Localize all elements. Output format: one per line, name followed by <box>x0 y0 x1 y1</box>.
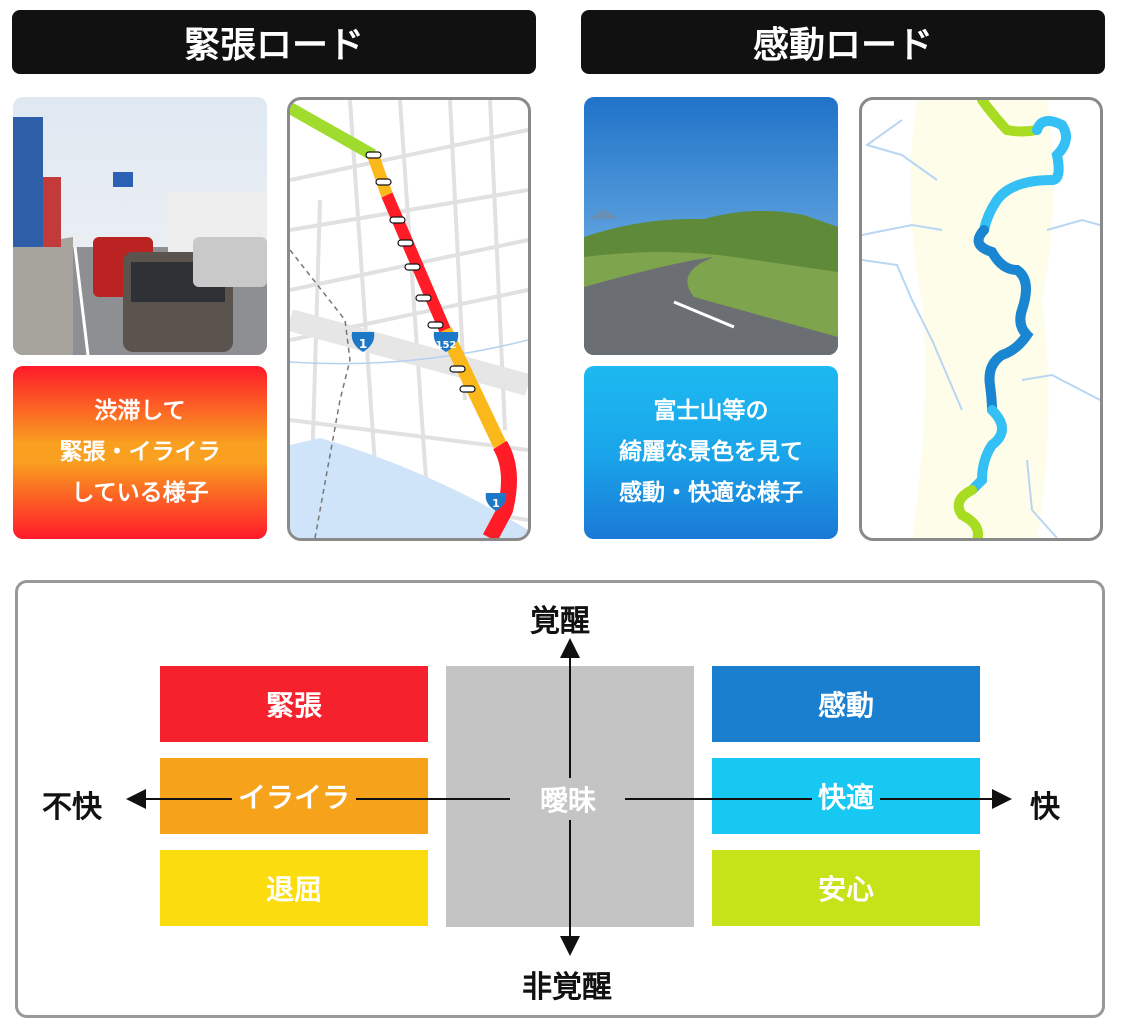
cell-label: 感動 <box>817 689 874 722</box>
cell-label: 退屈 <box>265 873 322 906</box>
route-shield-label: 1 <box>359 337 367 351</box>
cell-label: 緊張 <box>265 689 322 722</box>
caption-line: している様子 <box>71 480 209 506</box>
caption-line: 渋滞して <box>94 398 186 424</box>
caption-line: 感動・快適な様子 <box>619 480 803 506</box>
route-shield-label: 1 <box>492 497 500 510</box>
traffic-jam-photo <box>13 97 267 355</box>
cell-label: 安心 <box>817 873 874 906</box>
scenic-road-photo <box>584 97 838 355</box>
traffic-map: 1 152 1 <box>287 97 531 541</box>
caption-line: 緊張・イライラ <box>59 439 221 465</box>
cell-comfort: 快適 <box>712 758 980 834</box>
caption-line: 富士山等の <box>653 398 769 424</box>
cell-relief: 安心 <box>712 850 980 926</box>
caption-line: 綺麗な景色を見て <box>619 439 803 465</box>
ambiguous-label: 曖昧 <box>512 778 624 820</box>
cell-irritation: イライラ <box>160 758 428 834</box>
route-1-shield-icon <box>485 493 507 511</box>
emotion-quadrant-panel <box>15 580 1105 1018</box>
tension-caption: 渋滞して 緊張・イライラ している様子 <box>13 366 267 539</box>
tension-road-title: 緊張ロード <box>12 10 536 74</box>
cell-emotion: 感動 <box>712 666 980 742</box>
axis-label-arousal: 覚醒 <box>530 604 590 639</box>
route-1-shield-icon <box>351 332 375 352</box>
axis-label-unpleasant: 不快 <box>42 790 102 825</box>
emotion-road-title: 感動ロード <box>581 10 1105 74</box>
axis-label-non-arousal: 非覚醒 <box>522 970 612 1005</box>
cell-label: 快適 <box>811 776 880 816</box>
cell-tension: 緊張 <box>160 666 428 742</box>
route-shield-label: 152 <box>436 340 457 351</box>
route-152-shield-icon <box>433 332 459 352</box>
emotion-caption: 富士山等の 綺麗な景色を見て 感動・快適な様子 <box>584 366 838 539</box>
axis-label-pleasant: 快 <box>1030 790 1060 825</box>
scenic-route-map <box>859 97 1103 541</box>
cell-boredom: 退屈 <box>160 850 428 926</box>
cell-label: イライラ <box>231 776 356 816</box>
